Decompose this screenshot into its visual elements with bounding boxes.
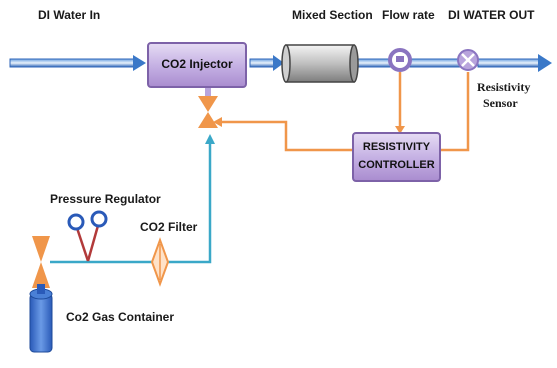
gas-line [50, 140, 212, 264]
mixer-to-flowmeter-pipe [356, 58, 394, 68]
di-water-in-label: DI Water In [38, 8, 101, 22]
mixed-section-cylinder [281, 44, 359, 83]
control-signal-arrowhead [213, 117, 222, 127]
signal-lines [222, 72, 470, 152]
injector-valve-icon [198, 88, 218, 128]
co2-injector-label: CO2 Injector [161, 57, 233, 71]
gas-line-arrowhead [205, 134, 215, 144]
sensor-label: Sensor [483, 96, 518, 110]
pressure-regulator-icon [67, 210, 108, 262]
co2-gas-container-label: Co2 Gas Container [66, 310, 175, 324]
resistivity-controller-line2: CONTROLLER [358, 159, 435, 171]
injector-to-mixer-pipe [249, 55, 284, 71]
inlet-pipe [9, 55, 146, 71]
resistivity-controller-line1: RESISTIVITY [362, 141, 431, 153]
co2-gas-cylinder-icon [29, 284, 53, 353]
co2-injector-box [147, 42, 247, 88]
flow-rate-meter-icon [388, 48, 412, 72]
di-water-out-label: DI WATER OUT [448, 8, 535, 22]
flow-signal-arrowhead [395, 126, 405, 134]
resistivity-sensor-icon [457, 49, 479, 71]
flow-rate-label: Flow rate [382, 8, 435, 22]
gas-container-valve-icon [32, 236, 50, 288]
mixed-section-label: Mixed Section [292, 8, 373, 22]
co2-filter-icon [150, 237, 170, 287]
co2-filter-label: CO2 Filter [140, 220, 198, 234]
outlet-pipe [477, 54, 552, 72]
resistivity-label: Resistivity [477, 80, 531, 94]
flowmeter-to-sensor-pipe [409, 58, 463, 68]
pressure-regulator-label: Pressure Regulator [50, 192, 161, 206]
resistivity-controller-box [352, 132, 441, 182]
